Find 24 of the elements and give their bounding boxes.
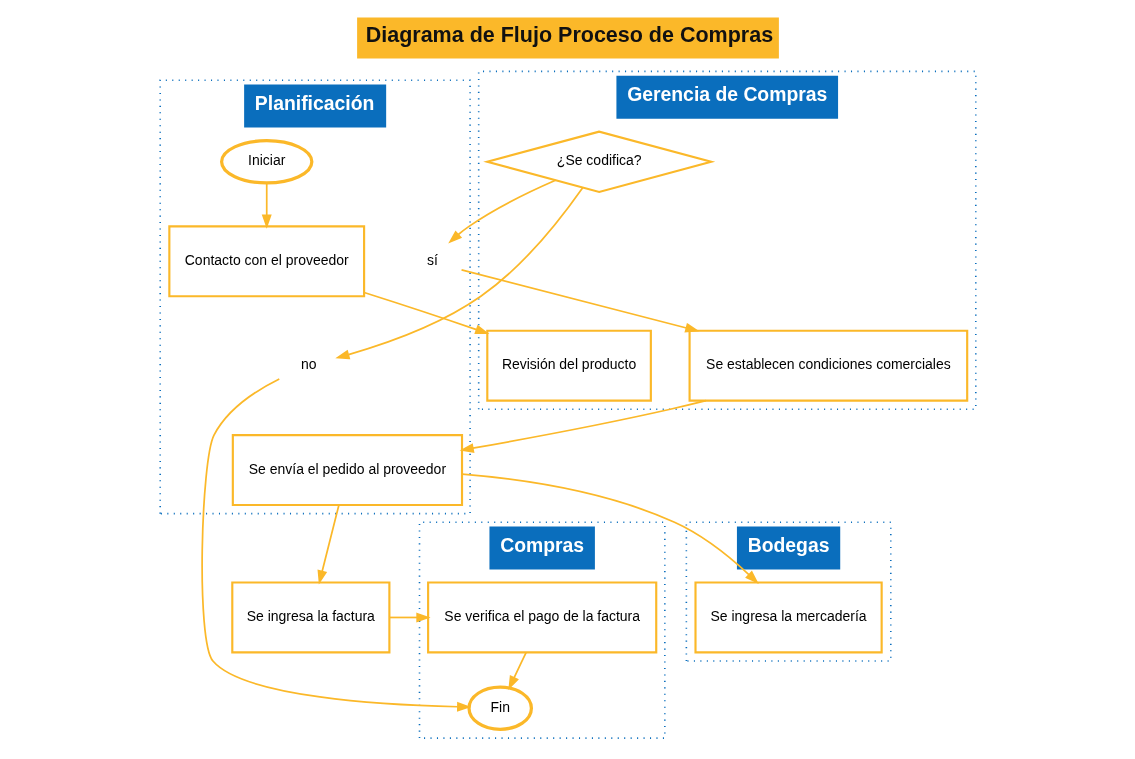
node-ellipse: Iniciar (219, 138, 313, 184)
node-diamond: ¿Se codifica? (482, 130, 715, 193)
node-text: no (300, 355, 316, 372)
arrow (459, 399, 707, 453)
arrow (507, 651, 527, 690)
arrow (200, 377, 471, 712)
arrow (334, 186, 584, 359)
node-ellipse: Fin (466, 684, 533, 731)
node-box: Contacto con el proveedor (167, 224, 365, 297)
arrow (460, 268, 699, 333)
diagram-title: Diagrama de Flujo Proceso de Compras (365, 22, 773, 47)
arrow (460, 472, 759, 584)
arrow (317, 503, 340, 585)
node-box: Se ingresa la mercadería (693, 580, 883, 653)
node-box: Se establecen condiciones comerciales (688, 329, 968, 402)
node-box: Se ingresa la factura (230, 580, 390, 653)
node-text: sí (426, 251, 438, 268)
node-box: Se verifica el pago de la factura (426, 580, 657, 653)
arrow (388, 612, 431, 622)
arrow (261, 182, 272, 229)
arrow (447, 178, 556, 244)
node-box: Se envía el pedido al proveedor (231, 433, 463, 506)
node-box: Revisión del producto (485, 329, 652, 402)
arrow (362, 291, 489, 334)
